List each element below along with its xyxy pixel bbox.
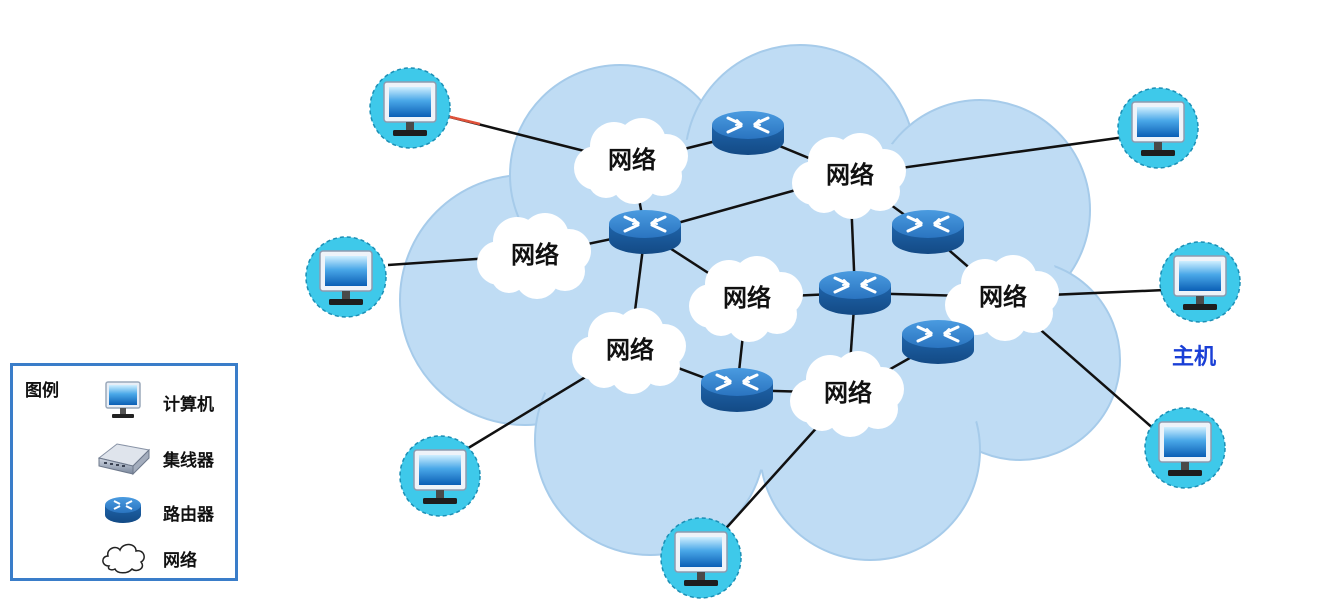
legend-item-computer: 计算机 xyxy=(13,380,235,420)
computer-icon xyxy=(1173,255,1227,310)
host-computer-6 xyxy=(1144,407,1226,489)
computer-icon xyxy=(105,381,141,418)
computer-icon xyxy=(383,81,437,136)
host-computer-4 xyxy=(1159,241,1241,323)
legend-label-network: 网络 xyxy=(163,551,197,571)
network-cloud-6: 网络 xyxy=(572,308,686,394)
router-icon-4 xyxy=(819,271,891,315)
network-cloud-1: 网络 xyxy=(574,118,688,204)
router-icon-5 xyxy=(902,320,974,364)
host-computer-3 xyxy=(305,236,387,318)
host-computer-1 xyxy=(369,67,451,149)
legend-item-hub: 集线器 xyxy=(13,436,235,476)
router-icon xyxy=(105,497,141,523)
legend-item-network: 网络 xyxy=(13,536,235,576)
network-cloud-icon xyxy=(102,543,145,574)
network-cloud-7: 网络 xyxy=(790,351,904,437)
network-label: 网络 xyxy=(608,146,656,174)
host-computer-7 xyxy=(660,517,742,599)
router-icon-3 xyxy=(892,210,964,254)
computer-icon xyxy=(674,531,728,586)
host-computer-2 xyxy=(1117,87,1199,169)
computer-icon xyxy=(413,449,467,504)
network-label: 网络 xyxy=(824,379,872,407)
network-cloud-3: 网络 xyxy=(477,213,591,299)
host-label: 主机 xyxy=(1172,345,1217,370)
host-computer-5 xyxy=(399,435,481,517)
network-label: 网络 xyxy=(606,336,654,364)
network-label: 网络 xyxy=(826,161,874,189)
network-cloud-2: 网络 xyxy=(792,133,906,219)
router-icon-2 xyxy=(609,210,681,254)
legend: 图例 计算机 集线器 路由器 网络 xyxy=(10,363,238,581)
hub-icon xyxy=(97,443,151,476)
computer-icon xyxy=(1158,421,1212,476)
network-label: 网络 xyxy=(979,283,1027,311)
network-cloud-4: 网络 xyxy=(689,256,803,342)
legend-label-router: 路由器 xyxy=(163,505,214,525)
legend-label-computer: 计算机 xyxy=(163,395,214,415)
legend-item-router: 路由器 xyxy=(13,490,235,530)
router-icon-6 xyxy=(701,368,773,412)
computer-icon xyxy=(1131,101,1185,156)
network-label: 网络 xyxy=(723,284,771,312)
legend-title: 图例 xyxy=(25,381,59,401)
legend-label-hub: 集线器 xyxy=(163,451,214,471)
computer-icon xyxy=(319,250,373,305)
router-icon-1 xyxy=(712,111,784,155)
network-cloud-5: 网络 xyxy=(945,255,1059,341)
network-label: 网络 xyxy=(511,241,559,269)
